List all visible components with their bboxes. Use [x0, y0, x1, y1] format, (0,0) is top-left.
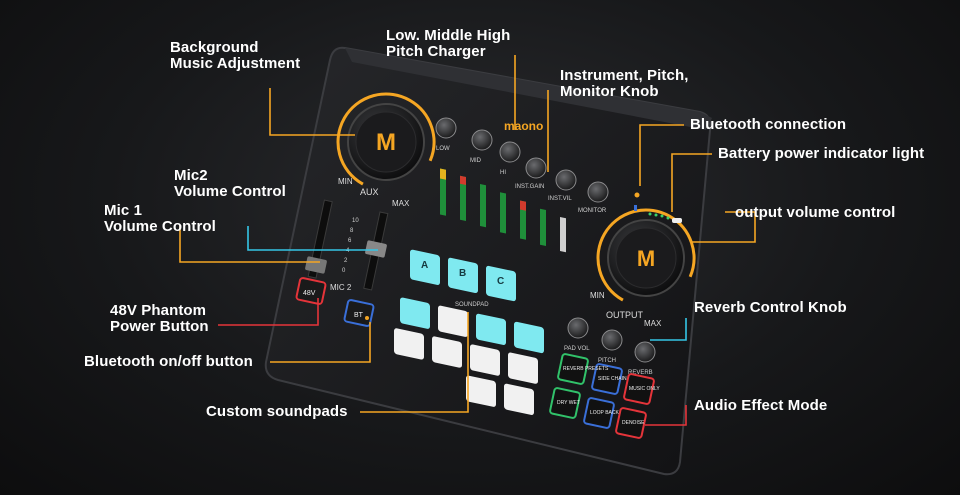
bluetooth-led-icon	[634, 192, 640, 198]
callout-background-music: Background Music Adjustment	[170, 39, 301, 72]
reverb-presets-label: REVERB PRESETS	[563, 366, 609, 372]
aux-label: AUX	[360, 187, 379, 197]
brand-logo: maono	[504, 119, 543, 133]
effect-knobs[interactable]	[567, 317, 656, 363]
svg-text:BT: BT	[354, 312, 364, 319]
pad-c-label: C	[497, 276, 504, 287]
knob-label-pitch: PITCH	[598, 358, 616, 364]
callout-soundpads: Custom soundpads	[206, 403, 348, 420]
out-label: OUTPUT	[606, 310, 644, 320]
knob-label-hi: HI	[500, 170, 506, 176]
fader-scale-2: 2	[344, 258, 348, 264]
aux-max-label: MAX	[392, 199, 410, 208]
callout-instrument-pitch: Instrument, Pitch, Monitor Knob	[560, 67, 689, 100]
denoise-label: DENOISE	[622, 420, 645, 426]
aux-knob[interactable]: M	[320, 76, 451, 207]
knob-label-mid: MID	[470, 158, 482, 164]
callout-bluetooth-onoff: Bluetooth on/off button	[84, 353, 253, 370]
output-knob[interactable]: M	[580, 192, 711, 323]
battery-indicator-light	[648, 212, 682, 223]
knob-label-monitor: MONITOR	[578, 208, 607, 214]
out-max-label: MAX	[644, 319, 662, 328]
loop-back-label: LOOP BACK	[590, 410, 619, 416]
bluetooth-button[interactable]: BT	[343, 299, 375, 327]
fader-scale-10: 10	[352, 218, 359, 224]
callout-lines	[179, 55, 756, 426]
phantom-48v-button[interactable]: 48V	[295, 277, 327, 305]
callout-battery-indicator: Battery power indicator light	[718, 145, 925, 162]
soundpad-label: SOUNDPAD	[455, 302, 489, 308]
knob-label-instgain: INST.GAIN	[515, 184, 544, 190]
callout-audio-effect: Audio Effect Mode	[694, 397, 828, 414]
dry-wet-label: DRY WET	[557, 400, 580, 406]
mic-faders[interactable]	[305, 199, 389, 291]
pad-a-label: A	[421, 260, 428, 271]
side-chain-label: SIDE CHAIN	[598, 376, 627, 382]
callout-reverb: Reverb Control Knob	[694, 299, 847, 316]
callout-output-volume: output volume control	[735, 204, 896, 221]
mic2-label: MIC 2	[330, 283, 352, 292]
fader-scale-8: 8	[350, 228, 354, 234]
knob-label-instvil: INST.VIL	[548, 196, 572, 202]
fader-scale-6: 6	[348, 238, 352, 244]
aux-min-label: MIN	[338, 177, 353, 186]
callout-bluetooth-connection: Bluetooth connection	[690, 116, 847, 133]
out-min-label: MIN	[590, 291, 605, 300]
knob-label-reverb: REVERB	[628, 370, 653, 376]
knob-label-low: LOW	[436, 146, 450, 152]
fader-scale-0: 0	[342, 268, 346, 274]
fader-scale-4: 4	[346, 248, 350, 254]
top-knob-row[interactable]	[435, 117, 609, 203]
knob-label-padvol: PAD VOL	[564, 346, 590, 352]
soundpad-grid[interactable]	[394, 246, 544, 418]
music-only-label: MUSIC ONLY	[629, 386, 660, 392]
callout-mic2: Mic2 Volume Control	[174, 167, 286, 200]
level-meters	[440, 168, 566, 253]
effect-button-grid[interactable]: REVERB PRESETS SIDE CHAIN MUSIC ONLY DRY…	[549, 353, 661, 439]
callout-mic1: Mic 1 Volume Control	[104, 202, 216, 235]
svg-text:M: M	[637, 246, 655, 271]
svg-text:M: M	[376, 129, 396, 156]
pad-b-label: B	[459, 268, 466, 279]
callout-low-middle-high: Low. Middle High Pitch Charger	[386, 27, 511, 60]
callout-phantom: 48V Phantom Power Button	[110, 302, 209, 335]
svg-text:48V: 48V	[303, 290, 316, 297]
